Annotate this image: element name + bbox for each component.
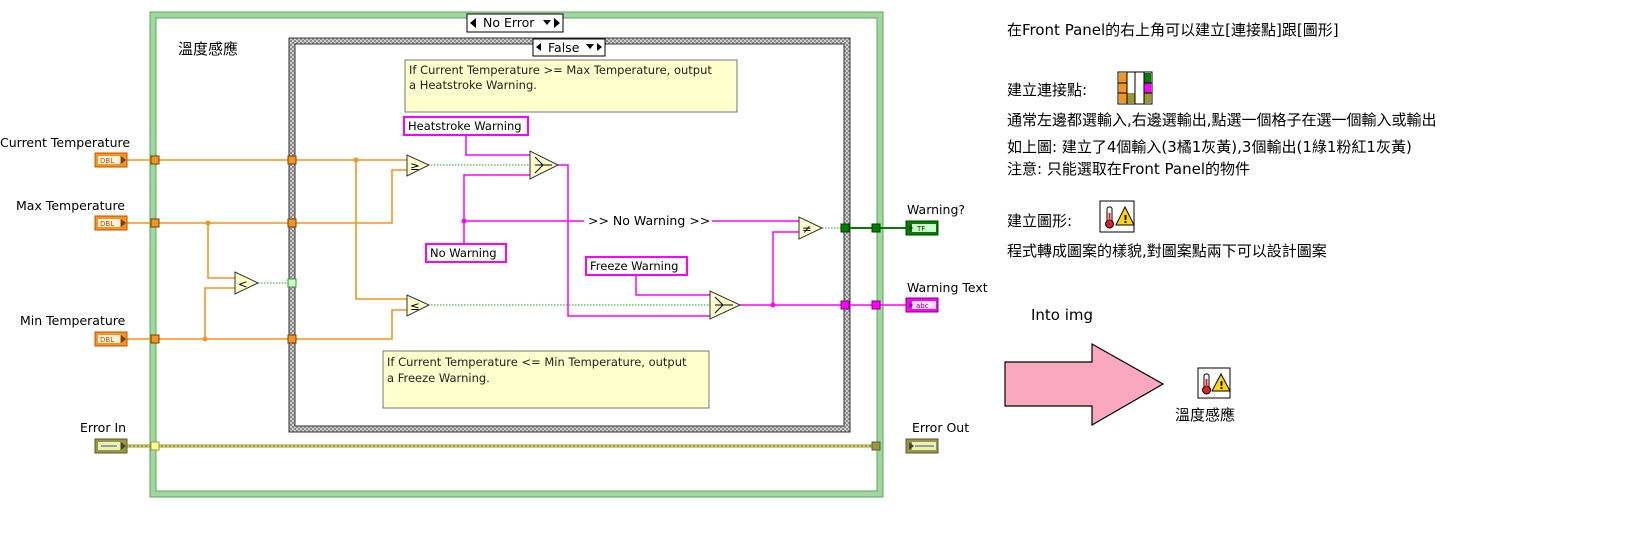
result-vi-icon: ! [1197, 367, 1231, 399]
inner-case-selector-label: False [548, 40, 580, 55]
numeric-wires [127, 159, 408, 340]
terminal-type: DBL [100, 336, 114, 344]
less-or-equal-node[interactable]: ≤ [406, 294, 431, 317]
note-line-5: 程式轉成圖案的樣貌,對圖案點兩下可以設計圖案 [1007, 242, 1327, 260]
svg-text:!: ! [1123, 213, 1128, 226]
wire-junction [461, 218, 467, 224]
tunnels [150, 155, 881, 451]
warning-terminal[interactable]: Warning? TF [905, 202, 965, 236]
selector-prev-icon[interactable] [536, 43, 541, 51]
warning-icon [1115, 205, 1135, 226]
icon-label: 建立圖形: [1007, 212, 1072, 230]
connector-pane-icon [1117, 71, 1153, 105]
terminal-label: Warning? [907, 202, 965, 217]
svg-text:!: ! [1219, 379, 1224, 392]
heatstroke-warning-constant[interactable]: Heatstroke Warning [403, 116, 529, 136]
not-equal-node[interactable]: ≠ [798, 216, 824, 240]
terminal-type: DBL [100, 220, 114, 228]
selector-next-icon[interactable] [554, 18, 560, 28]
boolean-wires [258, 164, 845, 306]
select-node-freeze[interactable] [709, 290, 742, 320]
outer-case-selector[interactable]: No Error [466, 13, 564, 33]
max-temperature-terminal[interactable]: Max Temperature DBL [16, 198, 128, 231]
terminal-type: abc [916, 302, 929, 310]
terminal-type: DBL [100, 157, 114, 165]
result-vi-label: 溫度感應 [1175, 406, 1235, 424]
freeze-warning-constant[interactable]: Freeze Warning [585, 256, 688, 276]
arrow-right-icon [1004, 342, 1165, 427]
error-in-terminal[interactable]: Error In [80, 420, 128, 454]
warning-text-terminal[interactable]: Warning Text abc [905, 280, 988, 313]
into-img-label: Into img [1031, 306, 1093, 324]
note-line-1: 在Front Panel的右上角可以建立[連接點]跟[圖形] [1007, 21, 1339, 39]
greater-or-equal-node[interactable]: ≥ [406, 154, 431, 177]
note-line-3: 如上圖: 建立了4個輸入(3橘1灰黃),3個輸出(1綠1粉紅1灰黃) [1007, 138, 1412, 156]
selector-prev-icon[interactable] [470, 18, 476, 28]
svg-text:a Heatstroke Warning.: a Heatstroke Warning. [409, 78, 537, 92]
terminal-label: Current Temperature [0, 135, 130, 150]
svg-text:Freeze Warning: Freeze Warning [590, 259, 678, 273]
no-warning-wire-label: >> No Warning >> [588, 213, 710, 228]
error-out-terminal[interactable]: Error Out [905, 420, 969, 454]
svg-text:≥: ≥ [410, 159, 420, 173]
current-temperature-terminal[interactable]: Current Temperature DBL [0, 135, 130, 168]
no-warning-constant[interactable]: No Warning [425, 243, 507, 263]
outer-case-title: 溫度感應 [178, 40, 238, 58]
min-temperature-terminal[interactable]: Min Temperature DBL [20, 313, 128, 347]
warning-icon [1211, 372, 1231, 392]
note-line-2: 通常左邊都選輸入,右邊選輸出,點選一個格子在選一個輸入或輸出 [1007, 111, 1437, 129]
select-node-heatstroke[interactable] [529, 150, 560, 180]
svg-text:<: < [238, 277, 248, 291]
svg-text:If Current Temperature <= Min: If Current Temperature <= Min Temperatur… [387, 355, 687, 369]
selector-dropdown-icon[interactable] [543, 20, 551, 25]
terminal-label: Warning Text [907, 280, 988, 295]
terminal-label: Min Temperature [20, 313, 126, 328]
comment-min-temperature: If Current Temperature <= Min Temperatur… [382, 350, 710, 409]
outer-case-selector-label: No Error [483, 15, 535, 30]
svg-text:Heatstroke Warning: Heatstroke Warning [408, 119, 522, 133]
svg-text:≤: ≤ [410, 299, 420, 313]
svg-text:If Current Temperature >= Max: If Current Temperature >= Max Temperatur… [409, 63, 712, 77]
svg-text:a Freeze Warning.: a Freeze Warning. [387, 371, 490, 385]
comment-max-temperature: If Current Temperature >= Max Temperatur… [404, 59, 738, 113]
terminal-label: Error Out [912, 420, 969, 435]
selector-dropdown-icon[interactable] [586, 44, 594, 49]
terminal-label: Max Temperature [16, 198, 125, 213]
terminal-type: TF [916, 225, 925, 233]
vi-icon: ! [1099, 200, 1135, 233]
inner-case-selector[interactable]: False [532, 38, 606, 57]
selector-next-icon[interactable] [597, 43, 602, 51]
connector-label: 建立連接點: [1007, 81, 1087, 99]
wire-junctions [202, 157, 359, 342]
svg-text:No Warning: No Warning [430, 246, 497, 260]
terminal-label: Error In [80, 420, 126, 435]
svg-text:≠: ≠ [802, 222, 812, 236]
less-than-node[interactable]: < [234, 271, 260, 295]
note-line-4: 注意: 只能選取在Front Panel的物件 [1007, 160, 1250, 178]
wire-junction [770, 302, 776, 308]
